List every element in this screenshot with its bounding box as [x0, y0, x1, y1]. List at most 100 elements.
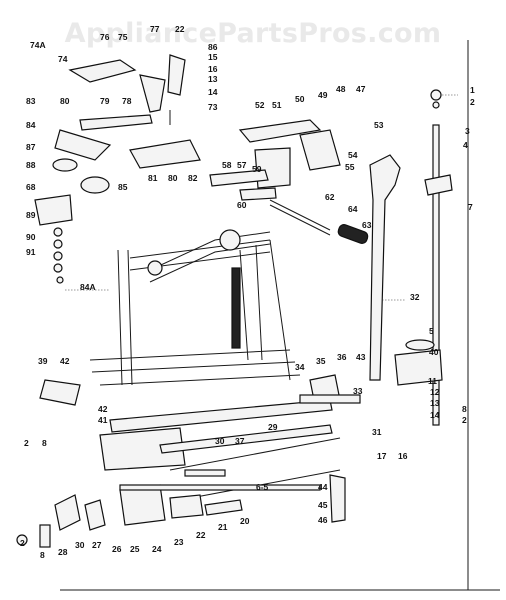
part-label: 34	[295, 362, 305, 372]
part-label: 44	[318, 482, 328, 492]
part-label: 57	[237, 160, 247, 170]
part-label: 77	[150, 24, 160, 34]
part-label: 16	[208, 64, 218, 74]
part-label: 37	[235, 436, 245, 446]
part-label: 85	[118, 182, 128, 192]
part-label: 17	[377, 451, 387, 461]
part-label: 4	[463, 140, 468, 150]
upper-center-assembly	[209, 119, 369, 244]
part-label: 1	[470, 85, 475, 95]
part-label: 55	[345, 162, 355, 172]
lower-assembly	[39, 339, 443, 523]
main-frame	[89, 229, 301, 386]
part-label: 19	[0, 0, 10, 2]
rod-3	[424, 89, 458, 426]
part-label: 64	[348, 204, 358, 214]
part-label: 50	[295, 94, 305, 104]
part-label: 23	[174, 537, 184, 547]
part-label: 81	[148, 173, 158, 183]
part-label: 86	[208, 42, 218, 52]
lever-32	[369, 154, 405, 381]
part-label: 14	[430, 410, 440, 420]
part-label: 90	[26, 232, 36, 242]
part-label: 22	[196, 530, 206, 540]
part-label: 51	[272, 100, 282, 110]
part-label: 35	[316, 356, 326, 366]
part-label: 2	[20, 538, 25, 548]
part-label: 39	[38, 356, 48, 366]
part-label: 87	[26, 142, 36, 152]
part-label: 20	[240, 516, 250, 526]
part-label: 28	[58, 547, 68, 557]
part-label: 8	[42, 438, 47, 448]
part-label: 49	[318, 90, 328, 100]
upper-left-assembly	[34, 54, 201, 291]
part-label: 42	[60, 356, 70, 366]
part-label: 84	[26, 120, 36, 130]
part-label: 27	[92, 540, 102, 550]
part-label: 73	[208, 102, 218, 112]
part-label: 32	[410, 292, 420, 302]
part-label: 74	[58, 54, 68, 64]
watermark: AppliancePartsPros.com	[64, 18, 442, 49]
part-label: 42	[98, 404, 108, 414]
part-label: 46	[318, 515, 328, 525]
part-label: 80	[168, 173, 178, 183]
part-label: 83	[26, 96, 36, 106]
part-label: 47	[356, 84, 366, 94]
part-label: 29	[268, 422, 278, 432]
part-label: 15	[208, 52, 218, 62]
part-label: 3	[465, 126, 470, 136]
part-label: 2	[462, 415, 467, 425]
part-label: 40	[429, 347, 439, 357]
part-label: 13	[430, 398, 440, 408]
part-label: 41	[98, 415, 108, 425]
part-label: 6-5	[256, 482, 269, 492]
part-label: 52	[255, 100, 265, 110]
part-label: 48	[336, 84, 346, 94]
part-label: 5	[429, 326, 434, 336]
part-label: 33	[353, 386, 363, 396]
part-label: 21	[218, 522, 228, 532]
part-label: 36	[337, 352, 347, 362]
part-label: 80	[60, 96, 70, 106]
part-label: 53	[374, 120, 384, 130]
part-label: 58	[222, 160, 232, 170]
part-label: 76	[100, 32, 110, 42]
part-label: 14	[208, 87, 218, 97]
part-label: 68	[26, 182, 36, 192]
part-label: 7	[468, 202, 473, 212]
part-label: 30	[75, 540, 85, 550]
part-label: 8	[462, 404, 467, 414]
part-label: 62	[325, 192, 335, 202]
part-label: 11	[428, 376, 437, 386]
part-label: 88	[26, 160, 36, 170]
handle-63	[337, 224, 369, 244]
bottom-parts	[16, 469, 321, 548]
part-label: 24	[152, 544, 162, 554]
center-rod	[231, 267, 241, 349]
part-label: 74A	[30, 40, 46, 50]
part-label: 31	[372, 427, 382, 437]
part-label: 82	[188, 173, 198, 183]
part-label: 91	[26, 247, 36, 257]
part-label: 2	[24, 438, 29, 448]
part-label: 13	[208, 74, 218, 84]
part-label: 45	[318, 500, 328, 510]
part-label: 16	[398, 451, 408, 461]
part-label: 2	[470, 97, 475, 107]
part-label: 22	[175, 24, 185, 34]
part-label: 60	[237, 200, 247, 210]
part-label: 30	[215, 436, 225, 446]
part-label: 63	[362, 220, 372, 230]
part-label: 43	[356, 352, 366, 362]
part-label: 89	[26, 210, 36, 220]
part-label: 75	[118, 32, 128, 42]
part-label: 26	[112, 544, 122, 554]
part-label: 78	[122, 96, 132, 106]
part-label: 8	[40, 550, 45, 560]
part-label: 59	[252, 164, 262, 174]
part-label: 79	[100, 96, 110, 106]
